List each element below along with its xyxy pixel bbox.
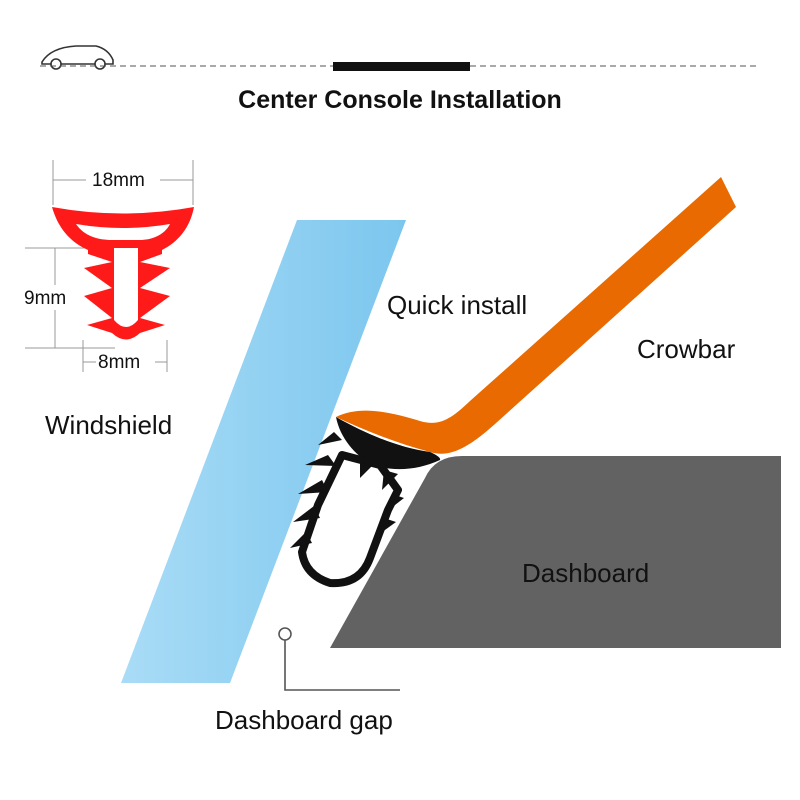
dashboard-label: Dashboard [522,558,650,588]
dimension-height: 9mm [24,288,67,309]
crowbar-label: Crowbar [637,334,736,364]
quick-install-label: Quick install [387,290,528,320]
installed-seal [290,417,441,588]
windshield-glass [121,220,406,683]
dashboard-panel [330,456,781,648]
windshield-label: Windshield [45,410,173,440]
seal-profile-diagram [25,160,194,372]
dimension-width-bottom: 8mm [98,352,141,373]
page-title: Center Console Installation [238,86,562,114]
gap-pointer [278,627,400,691]
crowbar-tool [336,177,736,454]
red-seal-shape [52,207,194,340]
dashboard-gap-label: Dashboard gap [215,705,393,735]
header-center-bar [333,62,470,71]
dimension-width-top: 18mm [92,170,145,191]
dimension-lines [25,160,194,372]
